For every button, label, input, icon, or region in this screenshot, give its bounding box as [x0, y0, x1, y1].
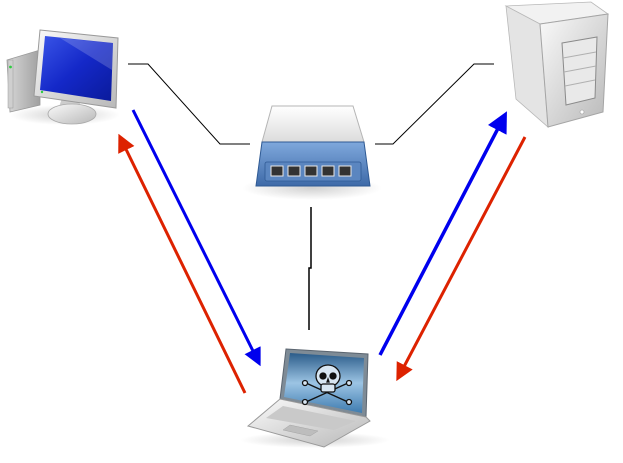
- link-server-switch: [375, 63, 494, 145]
- network-switch-icon: [242, 105, 382, 200]
- link-attacker-switch: [308, 207, 312, 330]
- laptop-skull-icon: [240, 348, 390, 448]
- port-1: [270, 165, 284, 177]
- flow-attacker-to-client: [118, 133, 247, 394]
- port-4: [321, 165, 335, 177]
- port-5: [338, 165, 352, 177]
- desktop-computer-icon: [6, 29, 120, 125]
- server-icon: [504, 1, 610, 128]
- flow-client-to-attacker: [131, 109, 261, 367]
- skull-crossbones-icon: [301, 364, 353, 406]
- switch-ports: [270, 165, 352, 177]
- link-client-switch: [128, 63, 250, 145]
- network-links: [128, 63, 494, 330]
- flow-server-to-attacker: [396, 136, 527, 382]
- traffic-flows: [118, 109, 527, 394]
- flow-attacker-to-server: [378, 111, 507, 356]
- port-2: [287, 165, 301, 177]
- port-3: [304, 165, 318, 177]
